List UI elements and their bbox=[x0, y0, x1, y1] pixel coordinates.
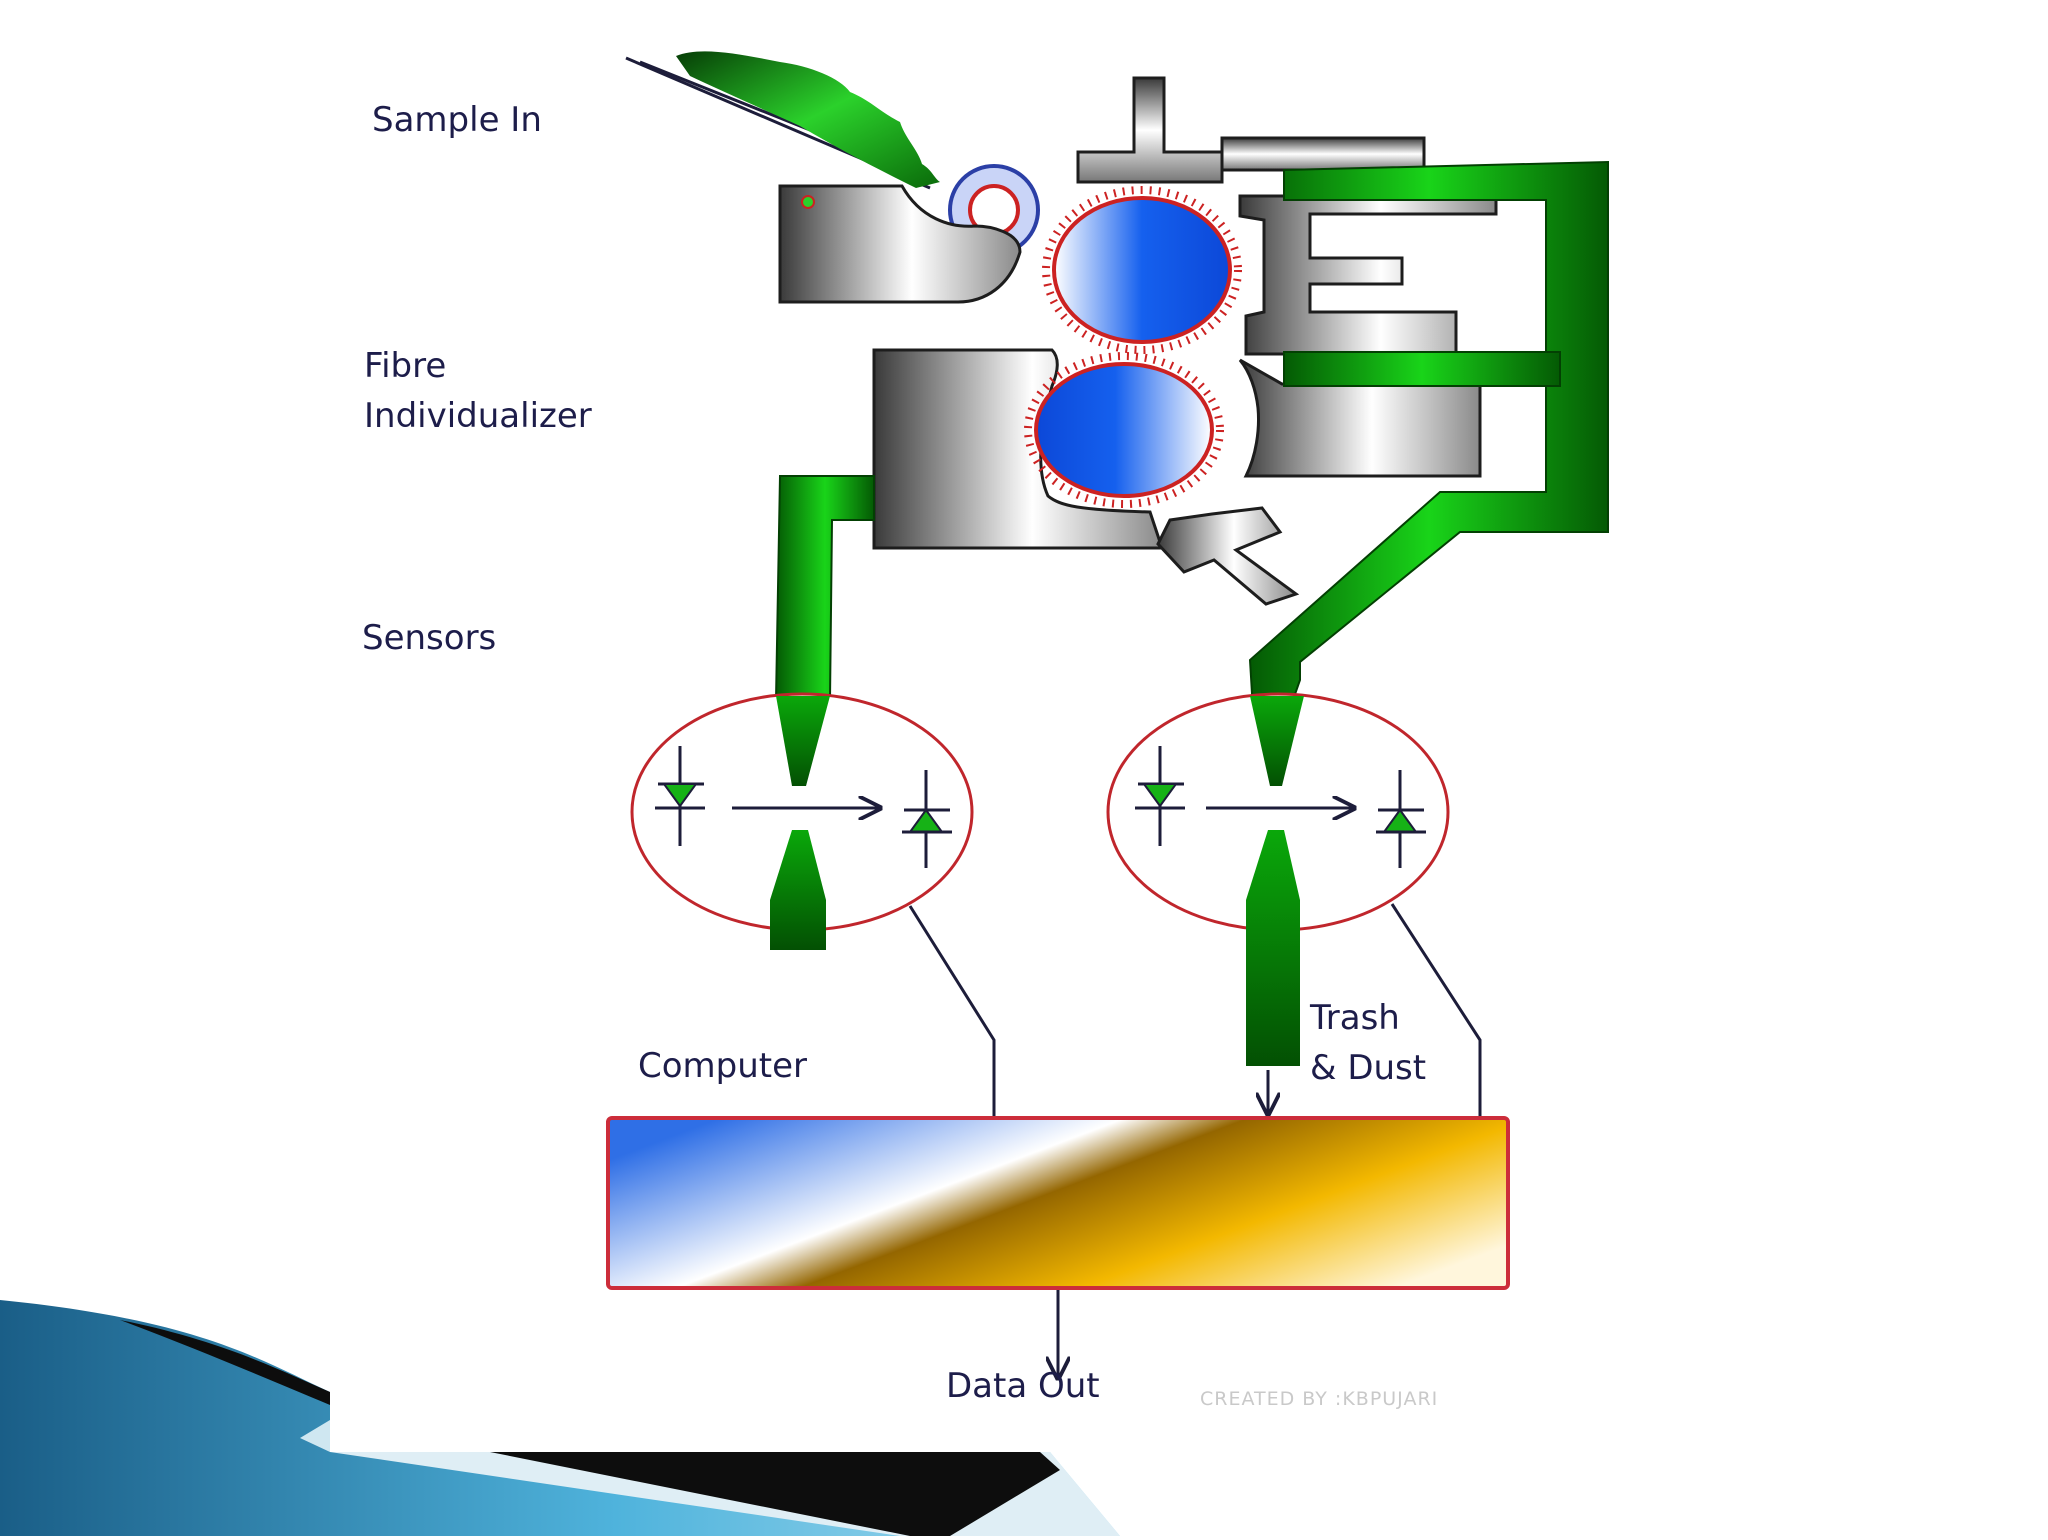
label-fibre: Fibre bbox=[364, 346, 447, 386]
credit-watermark: CREATED BY :KBPUJARI bbox=[1200, 1388, 1439, 1410]
slide-decoration bbox=[0, 1300, 1120, 1536]
label-trash: Trash bbox=[1310, 998, 1400, 1038]
sample-fibre-tuft bbox=[676, 51, 940, 189]
opening-roller-top bbox=[1042, 186, 1242, 354]
label-sensors: Sensors bbox=[362, 618, 497, 658]
sample-feed bbox=[625, 51, 940, 190]
signal-wires bbox=[908, 903, 1482, 1118]
trash-outlet bbox=[1246, 830, 1300, 1066]
feed-housing bbox=[778, 184, 1022, 304]
opening-roller-bottom bbox=[1024, 352, 1224, 508]
label-data-out: Data Out bbox=[946, 1366, 1100, 1406]
label-dust: & Dust bbox=[1310, 1048, 1427, 1088]
sensor-left bbox=[630, 692, 974, 950]
label-individualizer: Individualizer bbox=[364, 396, 592, 436]
label-computer: Computer bbox=[638, 1046, 808, 1086]
sensor-right bbox=[1106, 692, 1450, 1066]
opening-housing bbox=[872, 348, 1482, 606]
computer-block bbox=[606, 1116, 1510, 1290]
label-sample-in: Sample In bbox=[372, 100, 542, 140]
